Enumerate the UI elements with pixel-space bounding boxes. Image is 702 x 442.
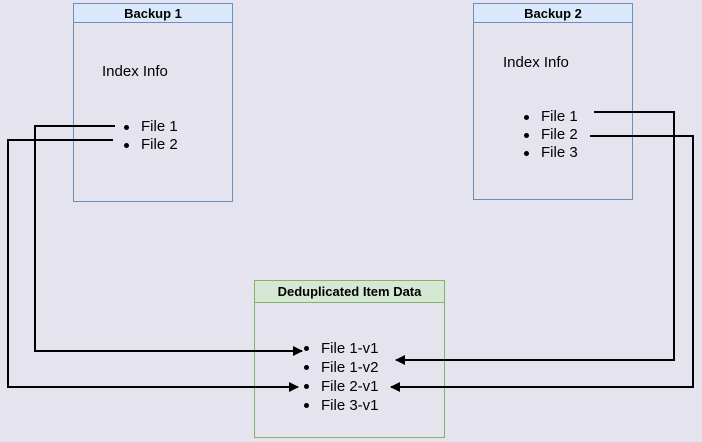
dedup-item-list: File 1-v1 File 1-v2 File 2-v1 File 3-v1 [302,339,379,415]
backup1-header: Backup 1 [74,4,232,23]
dedup-box: Deduplicated Item Data File 1-v1 File 1-… [254,280,445,438]
backup1-box: Backup 1 Index Info File 1 File 2 [73,3,233,202]
backup1-index-info-label: Index Info [102,63,168,80]
backup2-header: Backup 2 [474,4,632,23]
backup1-title: Backup 1 [124,6,182,21]
list-item: File 2-v1 [302,377,379,396]
list-item: File 1 [522,108,578,126]
list-item: File 1 [122,118,178,136]
backup1-file-list: File 1 File 2 [122,118,178,154]
dedup-header: Deduplicated Item Data [255,281,444,303]
list-item: File 3-v1 [302,396,379,415]
list-item: File 1-v1 [302,339,379,358]
dedup-title: Deduplicated Item Data [277,284,422,299]
backup2-box: Backup 2 Index Info File 1 File 2 File 3 [473,3,633,200]
list-item: File 2 [122,136,178,154]
list-item: File 1-v2 [302,358,379,377]
backup2-index-info-label: Index Info [503,54,569,71]
backup2-title: Backup 2 [524,6,582,21]
backup2-file-list: File 1 File 2 File 3 [522,108,578,162]
list-item: File 2 [522,126,578,144]
list-item: File 3 [522,144,578,162]
